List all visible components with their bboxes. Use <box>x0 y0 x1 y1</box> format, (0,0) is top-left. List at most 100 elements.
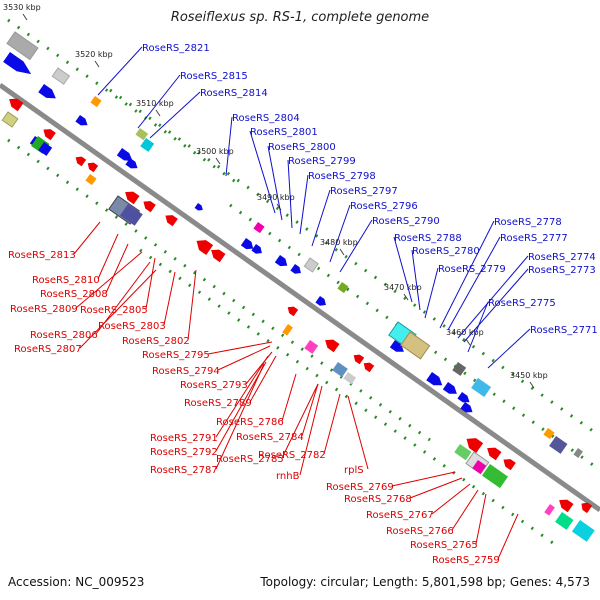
gene-block <box>571 520 595 542</box>
leader-line <box>451 489 479 531</box>
gene-arrow <box>389 340 404 352</box>
tick-label: 3490 kbp <box>257 193 295 202</box>
tick-label: 3510 kbp <box>136 99 174 108</box>
gene-arrow <box>211 249 226 263</box>
genome-stats: Topology: circular; Length: 5,801,598 bp… <box>260 575 590 589</box>
gene-block <box>337 282 349 294</box>
reverse-gene-label: RoseRS_2765 <box>410 540 478 551</box>
leader-line <box>311 189 331 247</box>
leader-line <box>299 385 323 476</box>
gene-arrow <box>9 98 24 112</box>
reverse-gene-label: RoseRS_2784 <box>236 432 304 443</box>
gene-arrow <box>196 240 214 256</box>
leader-line <box>463 268 529 343</box>
reverse-gene-label: RoseRS_2803 <box>98 321 166 332</box>
gene-block <box>573 448 583 458</box>
tick-label: 3450 kbp <box>510 371 548 380</box>
leader-line <box>137 74 181 129</box>
leader-line <box>207 341 273 355</box>
tick-label: 3520 kbp <box>75 50 113 59</box>
gene-arrow <box>363 362 375 373</box>
genome-backbone <box>0 82 600 513</box>
gene-block <box>549 435 568 454</box>
forward-gene-label: RoseRS_2796 <box>350 201 418 212</box>
gene-arrow <box>442 382 457 394</box>
leader-line <box>281 383 319 459</box>
leader-line <box>249 130 276 214</box>
gene-block <box>282 324 293 336</box>
forward-gene-label: RoseRS_2821 <box>142 43 210 54</box>
reverse-gene-label: RoseRS_2769 <box>326 482 394 493</box>
leader-line <box>323 393 341 455</box>
leader-line <box>329 204 351 263</box>
reverse-gene-label: RoseRS_2759 <box>432 555 500 566</box>
forward-gene-label: RoseRS_2799 <box>288 156 356 167</box>
gene-block <box>544 504 555 516</box>
tick-mark <box>94 60 100 68</box>
accession-label: Accession: NC_009523 <box>8 575 145 589</box>
leader-line <box>245 351 273 385</box>
forward-gene-label: RoseRS_2774 <box>528 252 596 263</box>
leader-line <box>439 220 495 329</box>
reverse-gene-label: RoseRS_2793 <box>180 380 248 391</box>
gene-block <box>119 204 143 226</box>
leader-line <box>97 233 119 280</box>
leader-line <box>393 236 413 303</box>
gene-block <box>454 443 472 461</box>
gene-block <box>1 111 19 128</box>
forward-gene-label: RoseRS_2788 <box>394 233 462 244</box>
reverse-gene-label: RoseRS_2787 <box>150 465 218 476</box>
gene-arrow <box>274 255 288 267</box>
leader-line <box>467 301 489 353</box>
tick-mark <box>465 338 471 346</box>
gene-arrow <box>426 372 443 386</box>
leader-line <box>447 236 501 331</box>
leader-line <box>97 46 143 96</box>
reverse-gene-label: RoseRS_2809 <box>10 304 78 315</box>
leader-line <box>301 383 319 437</box>
forward-gene-label: RoseRS_2801 <box>250 127 318 138</box>
gene-block <box>481 464 509 489</box>
reverse-gene-label: RoseRS_2768 <box>344 494 412 505</box>
reverse-gene-label: RoseRS_2805 <box>80 305 148 316</box>
gene-arrow <box>75 115 88 126</box>
leader-line <box>487 328 531 369</box>
forward-gene-label: RoseRS_2800 <box>268 142 336 153</box>
tick-mark <box>155 109 161 117</box>
forward-gene-label: RoseRS_2814 <box>200 88 268 99</box>
gene-arrow <box>460 402 473 413</box>
gene-block <box>303 257 319 273</box>
gene-arrow <box>165 215 178 227</box>
tick-mark <box>403 293 409 301</box>
leader-line <box>225 116 233 177</box>
gene-block <box>90 96 102 108</box>
leader-line <box>475 493 487 545</box>
leader-line <box>287 159 293 229</box>
reverse-gene-label: RoseRS_2795 <box>142 350 210 361</box>
reverse-gene-label: RoseRS_2802 <box>122 336 190 347</box>
tick-mark <box>339 248 345 256</box>
tick-label: 3470 kbp <box>384 283 422 292</box>
leader-line <box>299 174 309 235</box>
leader-line <box>215 363 265 470</box>
leader-line <box>187 269 197 341</box>
leader-line <box>424 267 439 319</box>
reverse-gene-label: RoseRS_2789 <box>184 398 252 409</box>
gene-arrow <box>43 129 56 141</box>
gene-arrow <box>87 162 99 173</box>
reverse-gene-label: RoseRS_2807 <box>14 344 82 355</box>
gene-arrow <box>457 392 470 403</box>
leader-line <box>431 483 471 515</box>
gene-arrow <box>325 339 340 353</box>
forward-gene-label: RoseRS_2773 <box>528 265 596 276</box>
forward-gene-label: RoseRS_2777 <box>500 233 568 244</box>
gene-block <box>38 142 53 156</box>
gene-arrow <box>581 502 593 514</box>
gene-arrow <box>240 238 254 250</box>
leader-line <box>75 251 143 309</box>
forward-gene-label: RoseRS_2815 <box>180 71 248 82</box>
leader-line <box>149 91 201 139</box>
reverse-gene-label: RoseRS_2766 <box>386 526 454 537</box>
gene-block <box>253 221 265 234</box>
forward-gene-label: RoseRS_2779 <box>438 264 506 275</box>
